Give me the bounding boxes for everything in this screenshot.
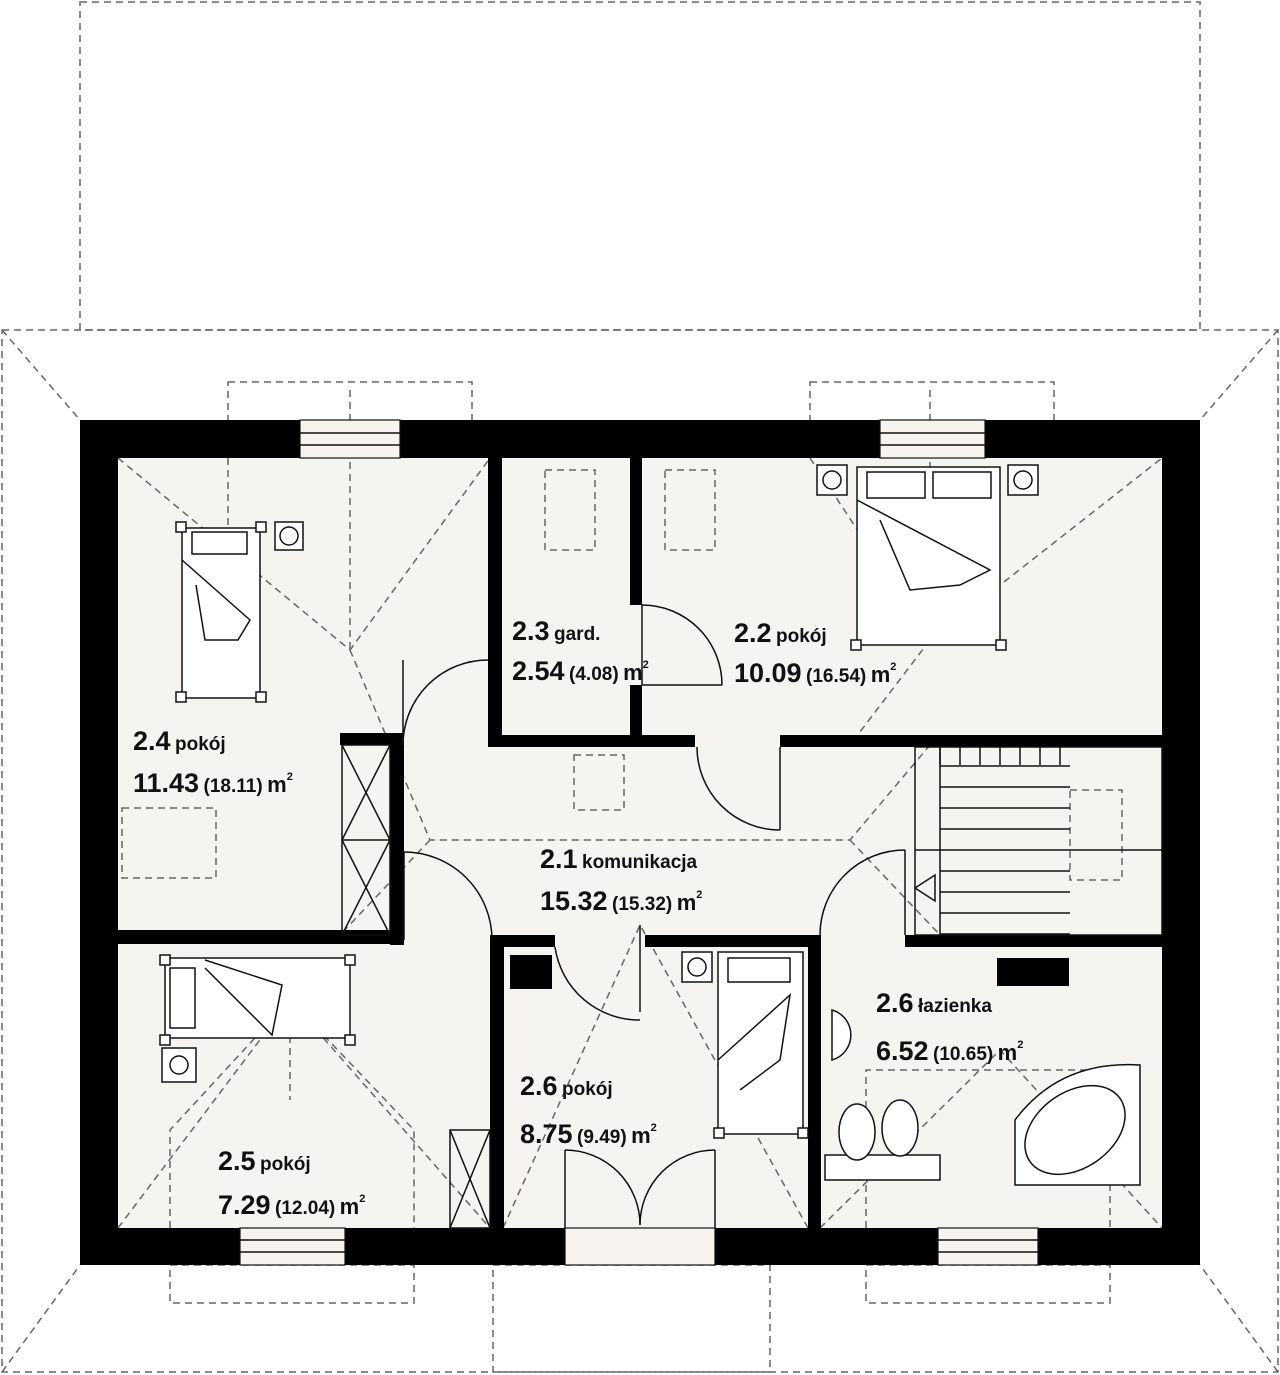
balcony-door (564, 1149, 716, 1266)
door-2-6-room (554, 925, 641, 1021)
window-bottom-left (239, 1227, 346, 1266)
door-2-3 (641, 604, 723, 686)
bed-2-5 (159, 954, 356, 1083)
bed-2-2 (816, 464, 1039, 651)
bathroom-fixtures (824, 1009, 1141, 1186)
door-2-4 (402, 659, 489, 746)
bed-2-4 (175, 521, 304, 703)
windows (239, 419, 1039, 1266)
window-top-left (299, 419, 401, 459)
staircase (913, 746, 1163, 936)
room-label-2-3: 2.3 gard.2.54 (4.08) m2 (512, 616, 649, 686)
door-2-2 (696, 746, 781, 831)
wardrobe-2-4 (341, 744, 391, 936)
doors (402, 604, 906, 1021)
window-bottom-right (937, 1227, 1039, 1266)
walls (80, 420, 1200, 1265)
door-bathroom (819, 849, 906, 936)
door-2-5 (403, 851, 493, 941)
wardrobe-2-5 (449, 1129, 491, 1229)
bed-2-6 (681, 951, 809, 1139)
window-top-right (879, 419, 986, 459)
